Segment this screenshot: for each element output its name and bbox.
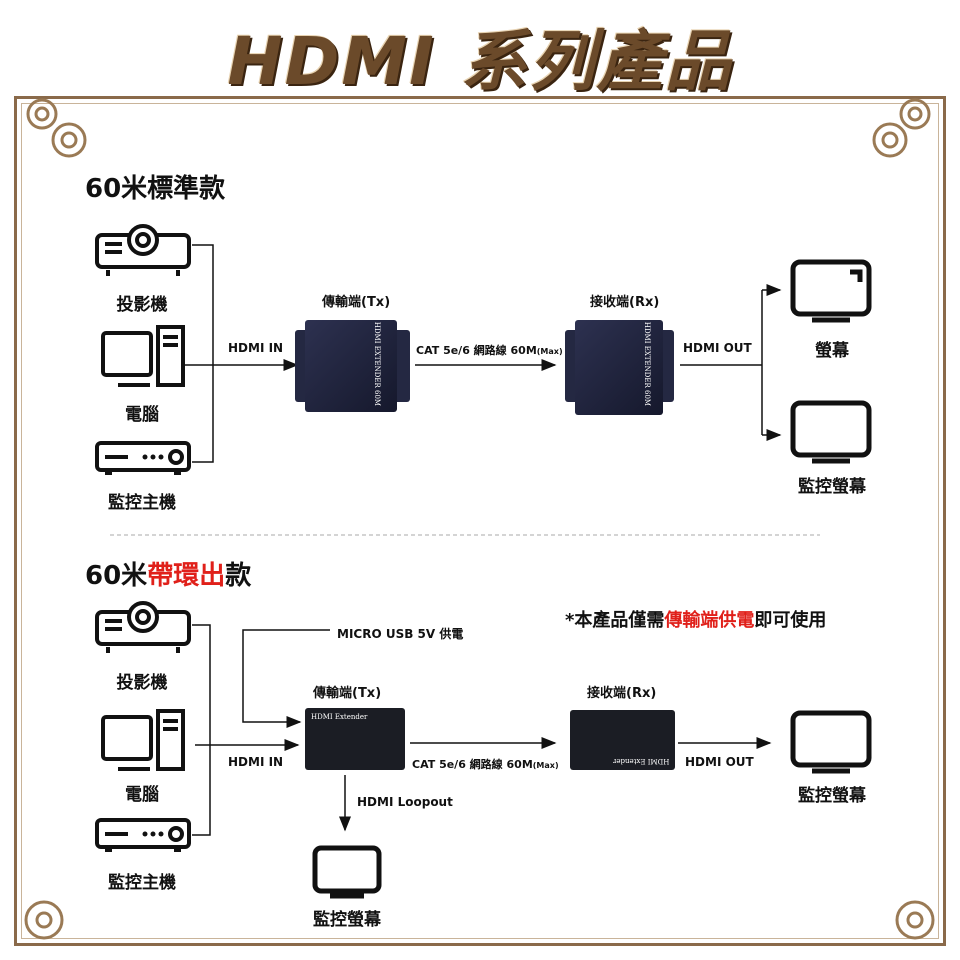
source-label: 監控主機 (108, 873, 176, 893)
computer-icon (101, 325, 185, 387)
cable-text: CAT 5e/6 網路線 60M (412, 758, 533, 771)
source-label: 電腦 (125, 785, 159, 805)
hdmi-in-label: HDMI IN (228, 755, 284, 769)
tx-device: HDMI EXTENDER 60M (305, 320, 397, 412)
cable-max: (Max) (532, 761, 559, 770)
output-label: 螢幕 (815, 341, 849, 361)
gear-icon (872, 98, 931, 158)
source-label: 投影機 (116, 295, 168, 315)
tx-device: HDMI Extender (305, 708, 405, 770)
monitor-icon (312, 845, 382, 894)
cable-text: CAT 5e/6 網路線 60M (416, 344, 537, 357)
rx-label: 接收端(Rx) (587, 686, 657, 701)
loopout-label: HDMI Loopout (357, 795, 453, 809)
page-title: HDMI 系列產品 (227, 23, 733, 100)
loop-output-label: 監控螢幕 (313, 910, 381, 930)
cable-max: (Max) (536, 347, 563, 356)
rx-device: HDMI EXTENDER 60M (575, 320, 663, 415)
device-text: HDMI EXTENDER 60M (373, 321, 382, 407)
source-label: 監控主機 (108, 493, 176, 513)
output-label: 監控螢幕 (798, 477, 866, 497)
note-suffix: 即可使用 (754, 610, 827, 631)
computer-icon (101, 709, 185, 771)
hdmi-in-label: HDMI IN (228, 341, 284, 355)
device-mount-ear (394, 330, 410, 402)
source-bracket (192, 244, 214, 463)
note-prefix: *本產品僅需 (565, 610, 665, 631)
monitor-icon (790, 400, 872, 458)
hdmi-out-label: HDMI OUT (685, 755, 754, 769)
source-label: 投影機 (116, 673, 168, 693)
title-suffix: 款 (225, 561, 252, 591)
decorative-frame (14, 96, 946, 946)
rx-device: HDMI Extender (570, 710, 675, 770)
tx-label: 傳輸端(Tx) (322, 295, 391, 310)
cable-label: CAT 5e/6 網路線 60M(Max) (412, 756, 559, 772)
source-bracket (192, 624, 211, 836)
title-prefix: 60米 (85, 561, 148, 591)
projector-icon (95, 224, 191, 276)
source-label: 電腦 (125, 405, 159, 425)
title-highlight: 帶環出 (147, 561, 226, 591)
device-text: HDMI Extender (311, 713, 368, 721)
cable-label: CAT 5e/6 網路線 60M(Max) (416, 342, 563, 358)
monitor-icon (790, 710, 872, 768)
hdmi-out-label: HDMI OUT (683, 341, 752, 355)
monitor-icon (790, 259, 872, 317)
usb-power-label: MICRO USB 5V 供電 (337, 627, 464, 641)
device-text: HDMI Extender (612, 757, 669, 765)
note-highlight: 傳輸端供電 (664, 610, 755, 631)
gear-icon (26, 98, 87, 158)
output-label: 監控螢幕 (798, 786, 866, 806)
section2-title: 60米帶環出款 (85, 555, 251, 592)
gear-icon (895, 900, 935, 940)
tx-label: 傳輸端(Tx) (313, 686, 382, 701)
rx-label: 接收端(Rx) (590, 295, 660, 310)
power-note: *本產品僅需傳輸端供電即可使用 (565, 606, 826, 632)
dvr-icon (95, 441, 191, 475)
gear-icon (24, 900, 64, 940)
device-text: HDMI EXTENDER 60M (643, 321, 652, 407)
dvr-icon (95, 818, 191, 852)
section1-title: 60米標準款 (85, 174, 226, 204)
projector-icon (95, 601, 191, 653)
usb-power-line (242, 629, 330, 728)
